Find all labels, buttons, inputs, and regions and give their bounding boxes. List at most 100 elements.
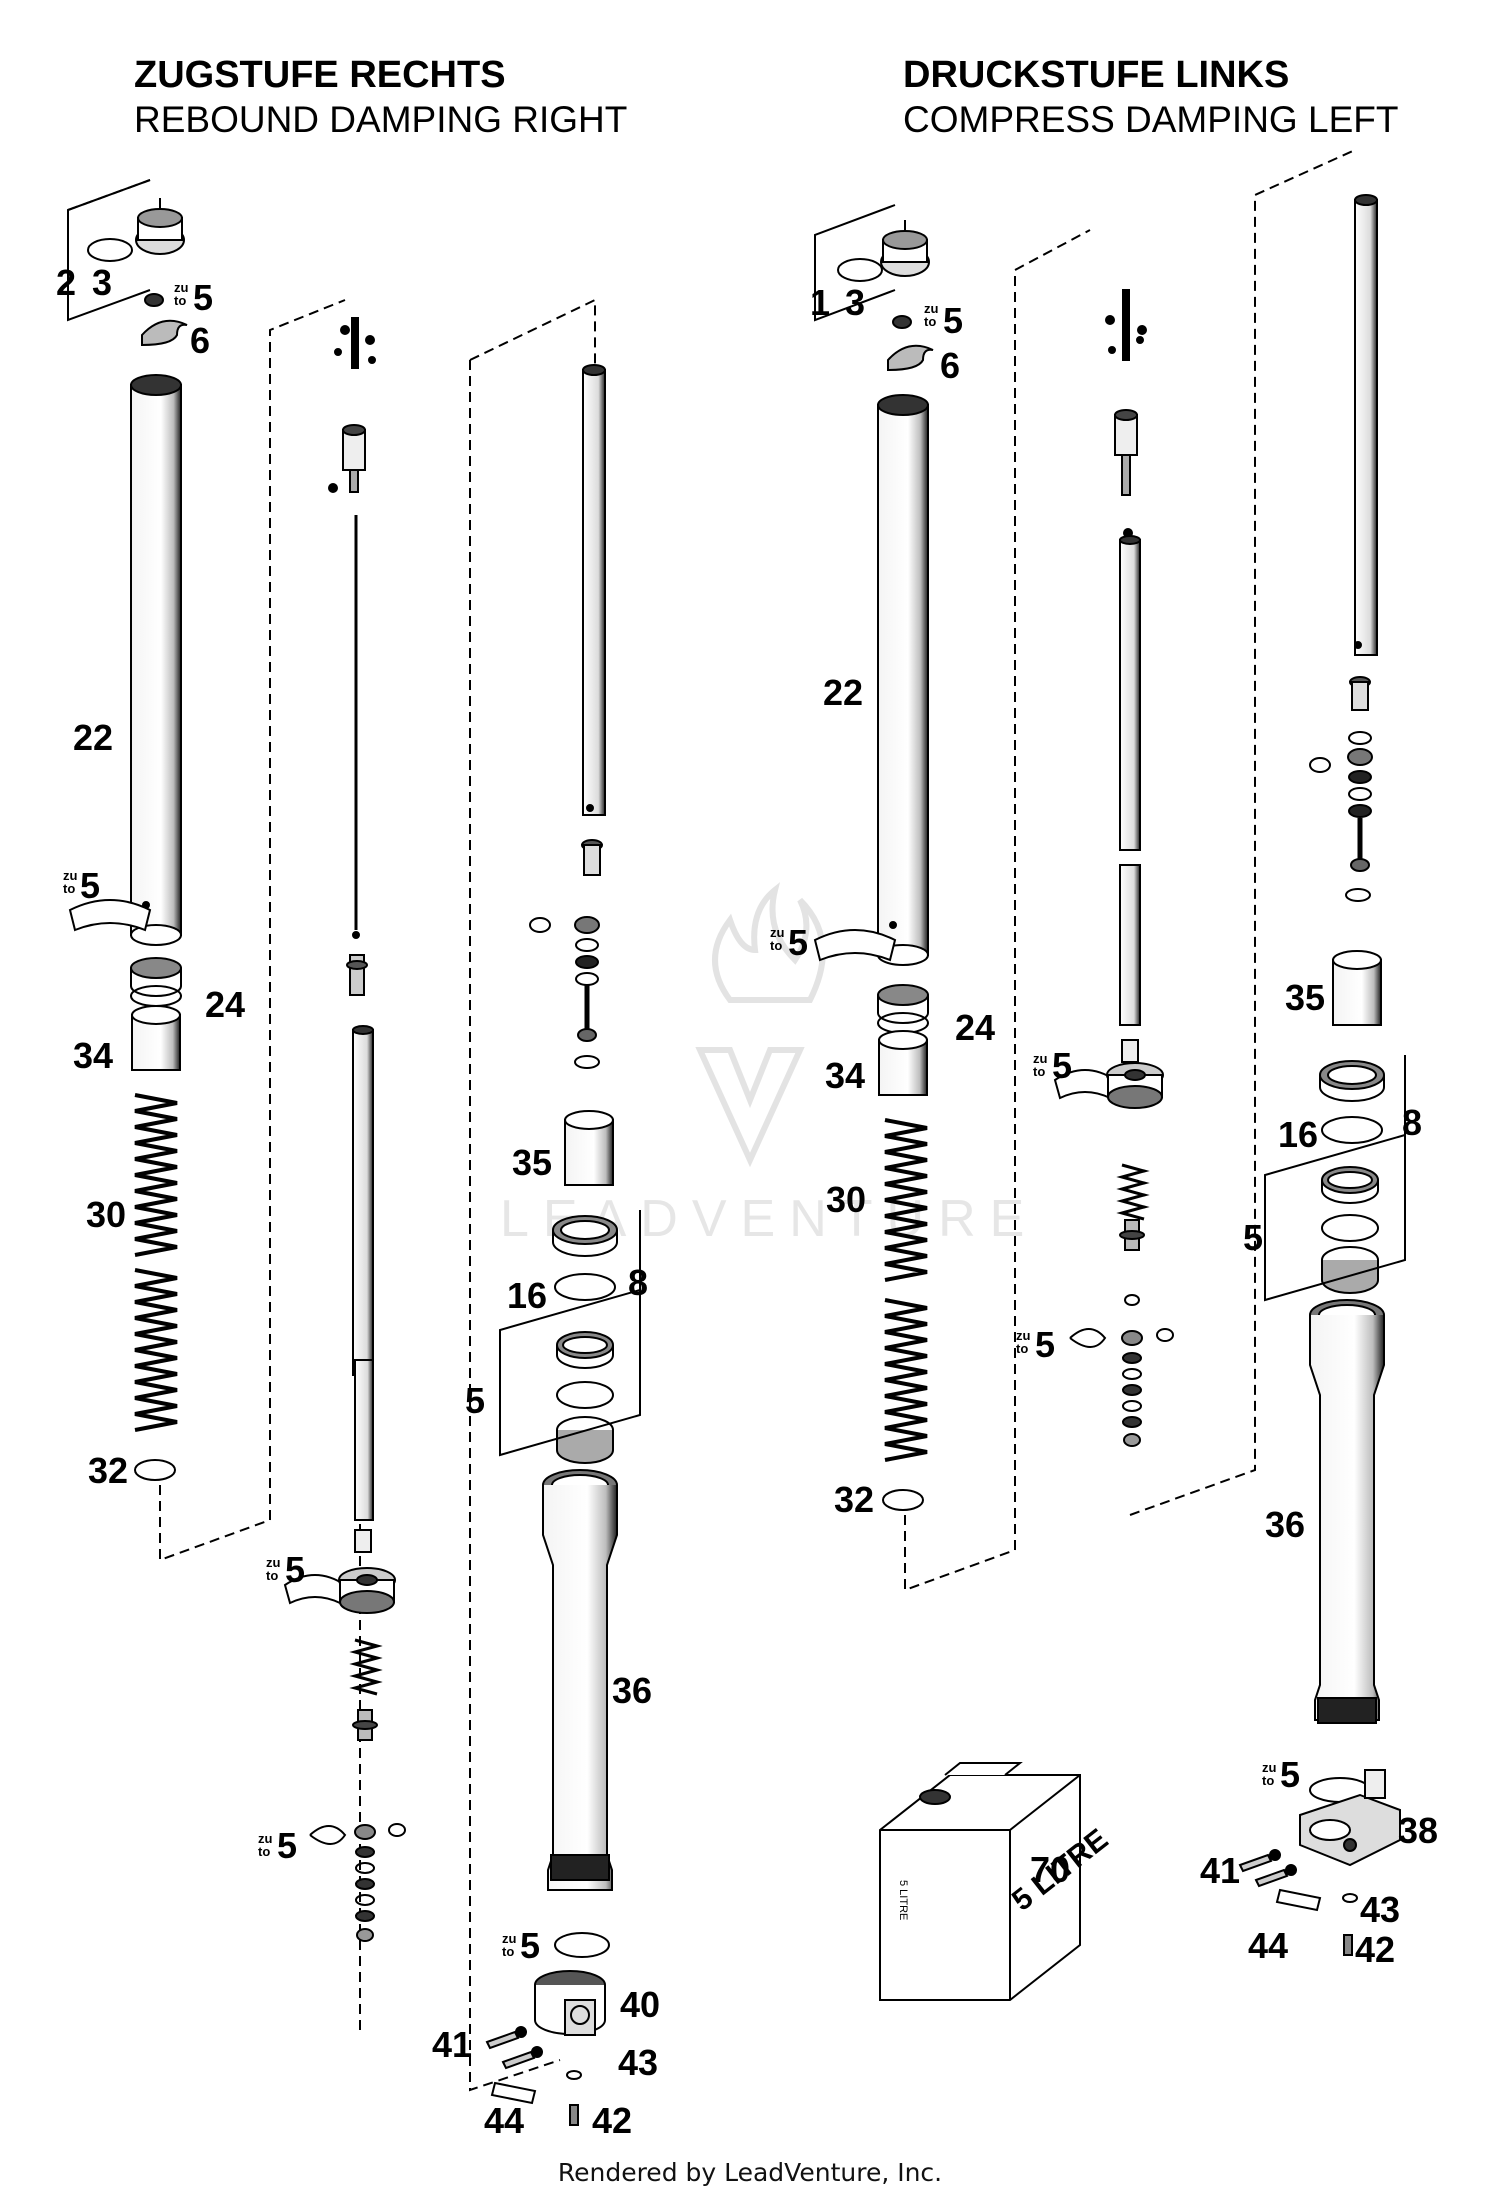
outer-tube-36-right [1309, 1299, 1385, 1724]
callout-5: 5 [465, 1380, 485, 1421]
to-label: to [924, 314, 936, 329]
zu-label: zu [770, 925, 785, 940]
axle-clamp-38-right [1299, 1769, 1401, 1867]
header-compress-de: DRUCKSTUFE LINKS [903, 54, 1290, 96]
bushing-34-right [878, 1030, 928, 1096]
bolts-41-left [485, 2026, 543, 2070]
zu-label: zu [1262, 1760, 1277, 1775]
bushing-34-left [131, 1005, 181, 1071]
bushing-24-left [130, 957, 182, 1007]
callout-1: 1 [810, 282, 830, 323]
callout-40: 40 [620, 1984, 660, 2025]
plate-44-left [490, 2081, 537, 2105]
to-label: to [266, 1568, 278, 1583]
callout-35: 35 [1285, 977, 1325, 1018]
callout-36: 36 [1265, 1504, 1305, 1545]
to-label: to [502, 1944, 514, 1959]
zu-label: zu [1016, 1328, 1031, 1343]
zu-label: zu [258, 1831, 273, 1846]
spring-30-right [884, 1118, 928, 1462]
callout-5: 5 [788, 922, 808, 963]
callout-22: 22 [823, 672, 863, 713]
callout-43: 43 [618, 2042, 658, 2083]
callout-44: 44 [1248, 1925, 1288, 1966]
screw-42-right [1343, 1934, 1353, 1956]
callout-5: 5 [1035, 1324, 1055, 1365]
base-spring-right [1116, 1163, 1150, 1221]
callout-5: 5 [80, 865, 100, 906]
to-label: to [1033, 1064, 1045, 1079]
callout-5: 5 [193, 277, 213, 318]
callout-32: 32 [88, 1450, 128, 1491]
callout-42: 42 [1355, 1929, 1395, 1970]
cartridge-tube-left [582, 364, 606, 816]
oil-can-70 [879, 1762, 1081, 2001]
callout-44: 44 [484, 2100, 524, 2141]
to-label: to [258, 1844, 270, 1859]
cartridge-valve-left [529, 839, 603, 1069]
callout-5: 5 [1243, 1217, 1263, 1258]
callout-6: 6 [190, 320, 210, 361]
rod-valve-left [346, 954, 368, 996]
to-label: to [1016, 1341, 1028, 1356]
clip-6-right [887, 344, 934, 372]
callout-38: 38 [1398, 1810, 1438, 1851]
callout-41: 41 [432, 2024, 472, 2065]
damper-rod-top-left [328, 317, 376, 493]
base-stack-right [1069, 1219, 1174, 1447]
base-valve-left [338, 1567, 396, 1614]
header-rebound-en: REBOUND DAMPING RIGHT [134, 99, 628, 140]
callout-24: 24 [205, 984, 245, 1025]
plate-44-right [1275, 1888, 1322, 1912]
to-label: to [770, 938, 782, 953]
callout-5: 5 [285, 1549, 305, 1590]
callout-5: 5 [277, 1825, 297, 1866]
o-ring-zu5-bottom-left [554, 1932, 610, 1958]
callout-36: 36 [612, 1670, 652, 1711]
callout-22: 22 [73, 717, 113, 758]
bushing-35-right [1332, 950, 1382, 1026]
ring-zu5-left [68, 899, 152, 932]
o-ring-3-left [87, 238, 133, 262]
plug-right [1121, 1039, 1139, 1063]
damper-tube-left [352, 1025, 374, 1521]
zu-label: zu [63, 868, 78, 883]
callout-5: 5 [1052, 1045, 1072, 1086]
seal-stack-left [552, 1215, 618, 1464]
header-rebound-right: ZUGSTUFE RECHTS REBOUND DAMPING RIGHT [134, 56, 627, 138]
callout-3: 3 [92, 262, 112, 303]
callout-41: 41 [1200, 1850, 1240, 1891]
header-compress-en: COMPRESS DAMPING LEFT [903, 99, 1399, 140]
damper-tube-right [1119, 535, 1141, 1026]
seal-stack-right [1319, 1060, 1385, 1294]
ring-32-right [882, 1489, 924, 1511]
callout-34: 34 [73, 1035, 113, 1076]
callout-35: 35 [512, 1142, 552, 1183]
zu-label: zu [502, 1931, 517, 1946]
damper-rod-top-right [1105, 289, 1147, 538]
header-compress-left: DRUCKSTUFE LINKS COMPRESS DAMPING LEFT [903, 56, 1398, 138]
zu-label: zu [266, 1555, 281, 1570]
callout-30: 30 [86, 1194, 126, 1235]
to-label: to [174, 293, 186, 308]
washer-43-right [1342, 1893, 1358, 1903]
callout-16: 16 [1278, 1114, 1318, 1155]
callout-3: 3 [845, 282, 865, 323]
washer-right [892, 315, 912, 329]
leadventure-logo-icon [695, 882, 826, 1168]
base-stack-left [309, 1709, 406, 1942]
callout-6: 6 [940, 345, 960, 386]
fork-cap-2-left [135, 198, 185, 255]
callout-5: 5 [943, 300, 963, 341]
washer-left [144, 293, 164, 307]
washer-43-left [566, 2070, 582, 2080]
to-label: to [63, 881, 75, 896]
o-ring-3-right [837, 258, 883, 282]
zu-label: zu [174, 280, 189, 295]
upper-tube-22-left [130, 374, 182, 946]
callout-24: 24 [955, 1007, 995, 1048]
fork-cap-1-right [880, 220, 930, 277]
bushing-35-left [564, 1110, 614, 1186]
upper-tube-22-right [877, 394, 929, 966]
